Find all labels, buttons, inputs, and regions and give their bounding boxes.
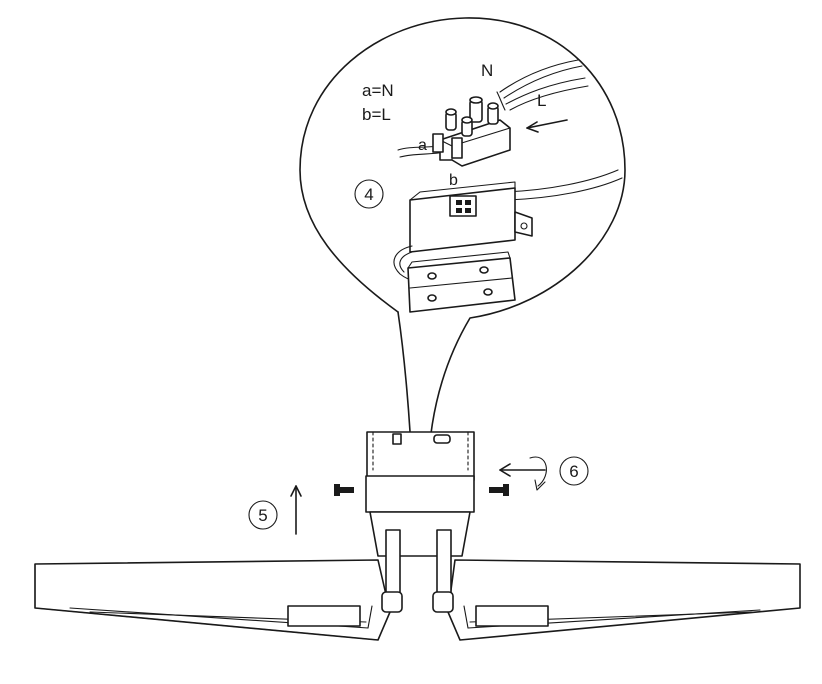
step-5-badge: 5 bbox=[248, 500, 278, 530]
mounting-bracket bbox=[365, 431, 475, 557]
wire-label-a: a bbox=[418, 137, 427, 154]
screw-right bbox=[489, 484, 509, 496]
screw-left bbox=[334, 484, 354, 496]
wire-label-l: L bbox=[537, 91, 546, 110]
rotate-arrow bbox=[499, 456, 547, 491]
pivot-arm-right bbox=[432, 529, 454, 613]
up-arrow bbox=[290, 485, 302, 535]
connector-detail bbox=[393, 169, 623, 313]
step-5-label: 5 bbox=[258, 506, 267, 525]
step-6-badge: 6 bbox=[559, 456, 589, 486]
step-6-label: 6 bbox=[569, 462, 578, 481]
step-4-badge: 4 bbox=[354, 179, 384, 209]
step-4-label: 4 bbox=[364, 185, 373, 204]
terminal-block bbox=[397, 59, 589, 167]
pivot-arm-left bbox=[381, 529, 403, 613]
legend-b-l: b=L bbox=[362, 105, 391, 124]
legend-a-n: a=N bbox=[362, 81, 394, 100]
wire-label-b: b bbox=[449, 172, 458, 189]
wire-label-n: N bbox=[481, 61, 493, 80]
lamp-left-panel bbox=[34, 559, 391, 641]
lamp-right-panel bbox=[447, 559, 801, 641]
